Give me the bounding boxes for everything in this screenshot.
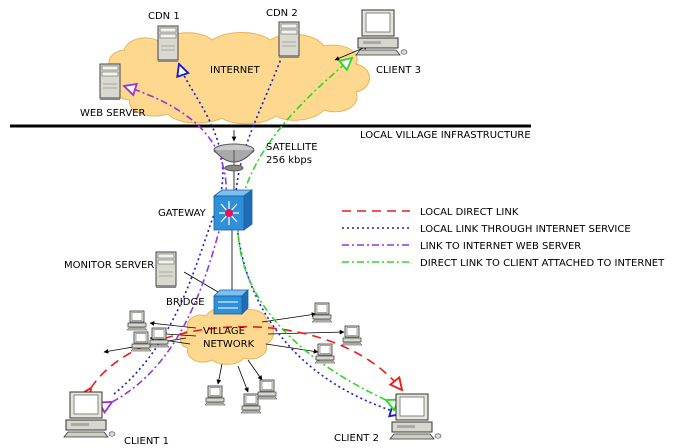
legend-label: DIRECT LINK TO CLIENT ATTACHED TO INTERN… <box>420 258 665 269</box>
bridge-switch-icon <box>213 289 249 315</box>
workstation-icon <box>130 331 152 352</box>
workstation-icon <box>204 385 226 406</box>
legend-label: LOCAL LINK THROUGH INTERNET SERVICE <box>420 224 631 235</box>
workstation-icon <box>126 310 148 331</box>
satellite-dish-icon <box>213 143 255 172</box>
workstation-icon <box>256 379 278 400</box>
legend-item-direct-client: DIRECT LINK TO CLIENT ATTACHED TO INTERN… <box>342 258 665 269</box>
cdn2-label: CDN 2 <box>266 8 298 19</box>
cdn1-server-icon <box>157 25 179 63</box>
workstation-icon <box>148 327 170 348</box>
bridge-label: BRIDGE <box>166 297 205 308</box>
legend: LOCAL DIRECT LINK LOCAL LINK THROUGH INT… <box>342 207 665 269</box>
legend-label: LINK TO INTERNET WEB SERVER <box>420 241 581 252</box>
internet-cloud <box>108 32 370 125</box>
legend-label: LOCAL DIRECT LINK <box>420 207 519 218</box>
gateway-router-icon <box>212 189 254 231</box>
cdn1-label: CDN 1 <box>148 11 180 22</box>
legend-item-web-server: LINK TO INTERNET WEB SERVER <box>342 241 581 252</box>
internet-label: INTERNET <box>210 65 261 76</box>
cdn2-server-icon <box>278 21 300 59</box>
legend-item-local-through-internet: LOCAL LINK THROUGH INTERNET SERVICE <box>342 224 631 235</box>
satellite-speed-label: 256 kbps <box>266 155 312 166</box>
client3-label: CLIENT 3 <box>376 65 421 76</box>
monitor-server-label: MONITOR SERVER <box>64 260 154 271</box>
client1-workstation-icon <box>63 391 116 438</box>
network-label: NETWORK <box>203 339 255 350</box>
satellite-label: SATELLITE <box>266 142 318 153</box>
client3-workstation-icon <box>355 9 408 56</box>
workstation-icon <box>341 325 363 346</box>
client1-label: CLIENT 1 <box>124 436 169 447</box>
village-label: VILLAGE <box>203 326 245 337</box>
workstation-icon <box>314 343 336 364</box>
monitor-server-icon <box>155 251 177 289</box>
local-link-through-internet-path-2 <box>234 55 402 414</box>
workstation-icon <box>311 302 333 323</box>
workstation-icon <box>240 393 262 414</box>
client2-workstation-icon <box>389 393 442 440</box>
gateway-label: GATEWAY <box>158 208 207 219</box>
infrastructure-label: LOCAL VILLAGE INFRASTRUCTURE <box>360 130 531 141</box>
legend-item-local-direct: LOCAL DIRECT LINK <box>342 207 519 218</box>
web-server-icon <box>99 63 121 101</box>
client2-label: CLIENT 2 <box>334 433 379 444</box>
web-server-label: WEB SERVER <box>80 108 145 119</box>
local-link-through-internet-path-1 <box>113 64 224 395</box>
